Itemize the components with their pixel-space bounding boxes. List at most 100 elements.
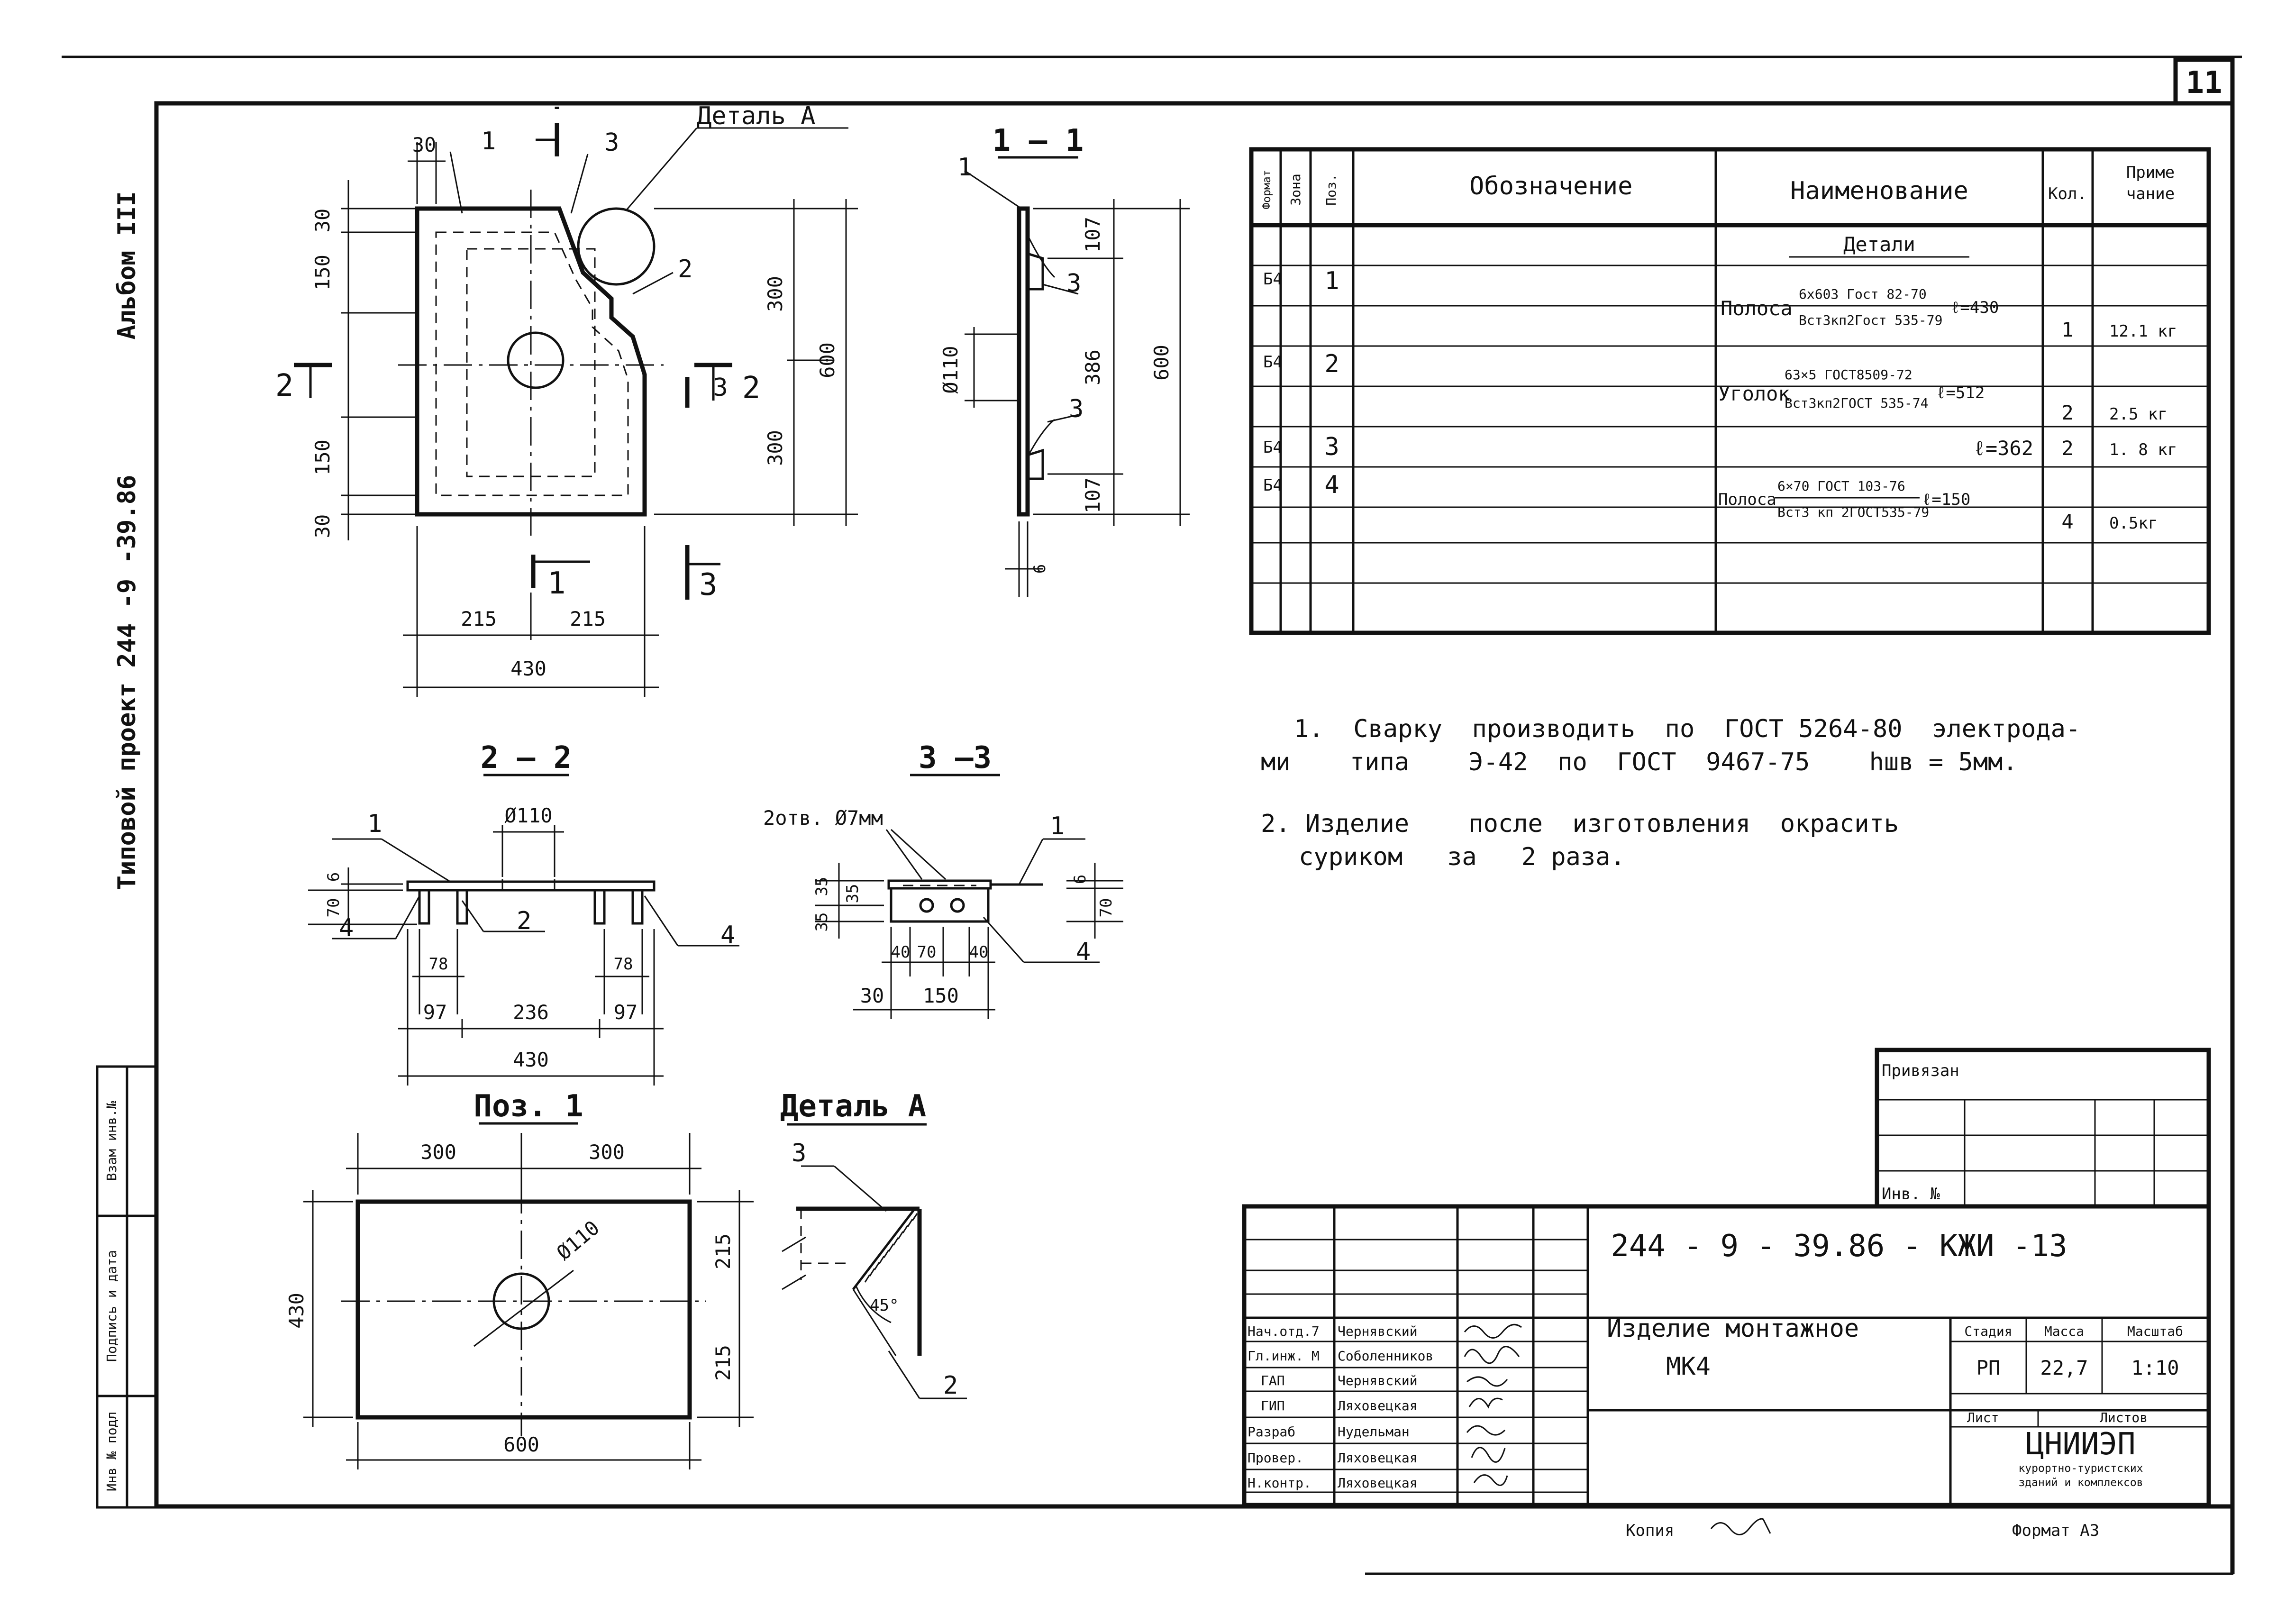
section-1-1-dim-107b: 107	[1081, 477, 1104, 513]
plan-dim-left-150b: 150	[311, 439, 334, 475]
section-1-1-dim-600: 600	[1150, 345, 1173, 381]
stage-header: Стадия	[1964, 1323, 2012, 1339]
section-2-2-dim-6: 6	[324, 872, 343, 882]
section-3-3-holes: 2отв. Ø7мм	[763, 806, 883, 830]
spec-row-3-note: 1. 8 кг	[2109, 440, 2177, 459]
side-title: Альбом III Типовой проект 244 -9 -39.86	[113, 191, 141, 890]
page-number: 11	[2186, 65, 2222, 100]
section-2-2-pos-2: 2	[517, 907, 531, 935]
section-1-1-dim-d110: Ø110	[939, 346, 962, 393]
spec-row-3-len: ℓ=362	[1974, 437, 2033, 460]
mass-value: 22,7	[2040, 1356, 2088, 1379]
plan-dim-bottom-215b: 215	[570, 607, 606, 630]
note-line-4: суриком за 2 раза.	[1299, 843, 1625, 871]
poz1-title: Поз. 1	[474, 1089, 583, 1124]
detail-a-pos-2: 2	[943, 1371, 958, 1400]
spec-row-2-note: 2.5 кг	[2109, 405, 2168, 424]
plan-pos-2: 2	[678, 255, 692, 283]
stamp-replace-inv: Взам инв.№	[104, 1101, 119, 1181]
detail-a-callout: Деталь А	[697, 102, 815, 130]
plan-view: Деталь А 2 30 1 3 30 150 150 30 2 2 3	[275, 102, 858, 697]
tie-label: Привязан	[1882, 1061, 1959, 1080]
poz1-dim-215a: 215	[711, 1233, 735, 1269]
person-name-4: Ляховецкая	[1338, 1398, 1418, 1414]
spec-row-1-num: 6x603 Гост 82-70	[1799, 286, 1927, 302]
section-3-3-dim-150: 150	[923, 984, 959, 1007]
section-3-3-pos-1: 1	[1050, 812, 1065, 840]
plan-cut-1-bottom: 1	[547, 566, 566, 601]
spec-row-2-num: 63×5 ГОСТ8509-72	[1785, 367, 1912, 383]
spec-row-1-len: ℓ=430	[1950, 298, 1999, 317]
section-2-2-dim-430: 430	[513, 1048, 549, 1071]
section-3-3-dim-40a: 40	[891, 943, 911, 962]
spec-header-note-b: чание	[2126, 184, 2175, 203]
plan-leader-3: 3	[604, 128, 619, 157]
person-name-3: Чернявский	[1338, 1373, 1418, 1388]
section-1-1-pos-3a: 3	[1066, 269, 1081, 298]
spec-header-format: Формат	[1261, 170, 1273, 209]
plan-dim-left-150a: 150	[311, 255, 334, 291]
person-role-4: ГИП	[1261, 1398, 1285, 1414]
spec-row-1-qty: 1	[2061, 318, 2073, 341]
poz1-dim-300b: 300	[589, 1140, 625, 1164]
plan-dim-right-600: 600	[816, 342, 839, 378]
person-name-1: Чернявский	[1338, 1323, 1418, 1339]
spec-row-3-format: Б4	[1263, 438, 1283, 457]
spec-row-4-format: Б4	[1263, 476, 1283, 495]
spec-row-1-pos: 1	[1324, 267, 1339, 295]
section-2-2-dim-236: 236	[513, 1001, 549, 1024]
tie-inv-label: Инв. №	[1882, 1185, 1940, 1204]
plan-dim-right-300a: 300	[764, 276, 787, 312]
detail-a-title: Деталь А	[780, 1089, 926, 1124]
section-1-1-pos-3b: 3	[1069, 395, 1084, 423]
title-name: Изделие монтажное	[1607, 1314, 1859, 1343]
org-sub-2: зданий и комплексов	[2018, 1477, 2143, 1489]
spec-row-2-len: ℓ=512	[1936, 383, 1985, 402]
stamp-inv-podl: Инв № подл	[104, 1412, 119, 1492]
section-2-2-dim-97a: 97	[423, 1001, 447, 1024]
note-line-1: 1. Сварку производить по ГОСТ 5264-80 эл…	[1294, 715, 2080, 743]
section-1-1-dim-6: 6	[1030, 564, 1049, 574]
side-stamp: Инв № подл Подпись и дата Взам инв.№	[96, 1065, 158, 1509]
spec-row-4-den: Вст3 кп 2ГОСТ535-79	[1777, 504, 1929, 520]
note-line-2: ми типа Э-42 по ГОСТ 9467-75 hшв = 5мм.	[1261, 748, 2018, 776]
poz1-dim-215b: 215	[711, 1345, 735, 1381]
plan-cut-2-left: 2	[275, 368, 294, 403]
mass-header: Масса	[2044, 1323, 2084, 1339]
section-3-3-pos-4: 4	[1076, 938, 1091, 966]
person-role-5: Разраб	[1248, 1424, 1295, 1440]
section-2-2-dim-97b: 97	[614, 1001, 638, 1024]
spec-header-pos: Поз.	[1323, 173, 1339, 205]
spec-row-4-num: 6×70 ГОСТ 103-76	[1777, 478, 1905, 494]
spec-row-1-name: Полоса	[1721, 297, 1793, 320]
spec-row-3-pos: 3	[1324, 433, 1339, 461]
plan-dim-bottom-430: 430	[510, 657, 546, 680]
title-mark: МК4	[1666, 1352, 1711, 1381]
section-2-2-pos-4a: 4	[339, 914, 354, 942]
plan-cut-2-right: 2	[742, 371, 761, 406]
section-3-3-dim-70: 70	[1097, 898, 1116, 918]
handwritten-signatures	[1464, 1323, 1522, 1486]
detail-a-view: Деталь А 45° 3 2	[780, 1089, 967, 1400]
section-3-3-dim-30: 30	[860, 984, 884, 1007]
person-name-5: Нудельман	[1338, 1424, 1410, 1440]
section-3-3: 3 —3 2отв. Ø7мм 1 4 35 35 35 6 70	[763, 740, 1123, 1019]
scale-value: 1:10	[2131, 1356, 2179, 1379]
poz1-dim-430: 430	[285, 1293, 308, 1329]
section-2-2-dim-78a: 78	[429, 955, 448, 974]
section-2-2-dim-d110: Ø110	[504, 804, 552, 827]
spec-row-2-den: Вст3кп2ГОСТ 535-74	[1785, 395, 1928, 411]
plan-cut-3-bottom: 3	[699, 567, 718, 602]
spec-row-3-qty: 2	[2061, 437, 2073, 460]
spec-row-2-pos: 2	[1324, 350, 1339, 378]
spec-section-details: Детали	[1843, 233, 1915, 256]
specification-table: Формат Зона Поз. Обозначение Наименовани…	[1249, 147, 2211, 635]
spec-row-2-qty: 2	[2061, 401, 2073, 424]
section-3-3-dim-35b: 35	[812, 912, 831, 932]
section-2-2: 2 — 2 Ø110 6 70 1 4 2 4	[308, 740, 739, 1086]
spec-row-4-note: 0.5кг	[2109, 514, 2158, 533]
note-line-3: 2. Изделие после изготовления окрасить	[1261, 810, 1899, 838]
spec-row-1-den: Вст3кп2Гост 535-79	[1799, 312, 1942, 328]
person-name-6: Ляховецкая	[1338, 1450, 1418, 1466]
